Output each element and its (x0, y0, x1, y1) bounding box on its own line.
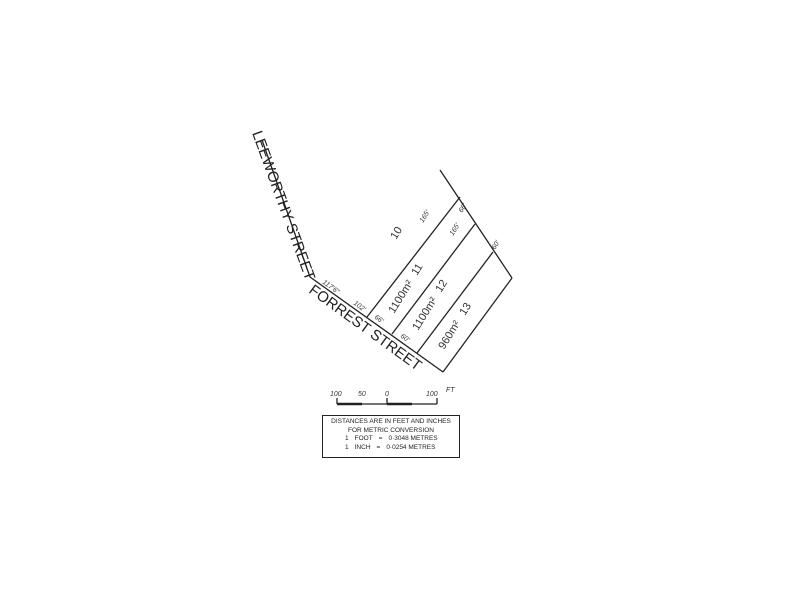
lot-line-11-12 (391, 223, 476, 335)
qty: 1 (345, 443, 349, 451)
east-boundary-upper (439, 169, 513, 279)
legend-line: FOR METRIC CONVERSION (348, 426, 434, 434)
lot-area: 1100m² (410, 295, 440, 333)
value: 0·0254 METRES (386, 443, 436, 451)
dimension-label: 60' (491, 239, 502, 251)
lot-area: 1100m² (386, 278, 416, 316)
equals: = (376, 443, 381, 451)
foot-conversion: 1 FOOT = 0·3048 METRES (323, 435, 459, 444)
equals: = (378, 435, 383, 442)
unit: FOOT (354, 435, 373, 442)
lot-area: 960m² (436, 319, 463, 352)
dimension-label: 66' (458, 202, 469, 214)
scale-tick-label: 50 (358, 391, 366, 398)
dimension-label: 165' (419, 209, 432, 224)
legend-line: DISTANCES ARE IN FEET AND INCHES (331, 418, 451, 425)
scale-tick-label: 0 (385, 391, 389, 398)
leeworthy-street-boundary (261, 139, 311, 278)
scale-unit: FT (446, 387, 455, 394)
forrest-street-boundary (309, 276, 444, 373)
leeworthy-street-label: LEEWORTHY STREET (248, 129, 318, 283)
lot-line-12-13 (416, 251, 494, 354)
conversion-legend: DISTANCES ARE IN FEET AND INCHES FOR MET… (322, 415, 460, 458)
unit: INCH (354, 443, 371, 451)
scale-tick-label: 100 (330, 391, 342, 398)
scale-tick-label: 100 (426, 391, 438, 398)
dimension-label: 66' (373, 314, 385, 325)
dimension-label: 60' (399, 333, 411, 344)
value: 0·3048 METRES (388, 435, 438, 442)
lot-number: 12 (433, 278, 450, 295)
lot-number: 10 (388, 225, 405, 242)
lot-number: 13 (457, 301, 474, 318)
lot-line-10-11 (366, 196, 461, 318)
inch-conversion: 1 INCH = 0·0254 METRES (323, 444, 459, 453)
lot-number: 11 (409, 262, 425, 278)
dimension-label: 165' (449, 222, 462, 237)
east-boundary-lower (442, 277, 513, 373)
qty: 1 (345, 435, 349, 442)
